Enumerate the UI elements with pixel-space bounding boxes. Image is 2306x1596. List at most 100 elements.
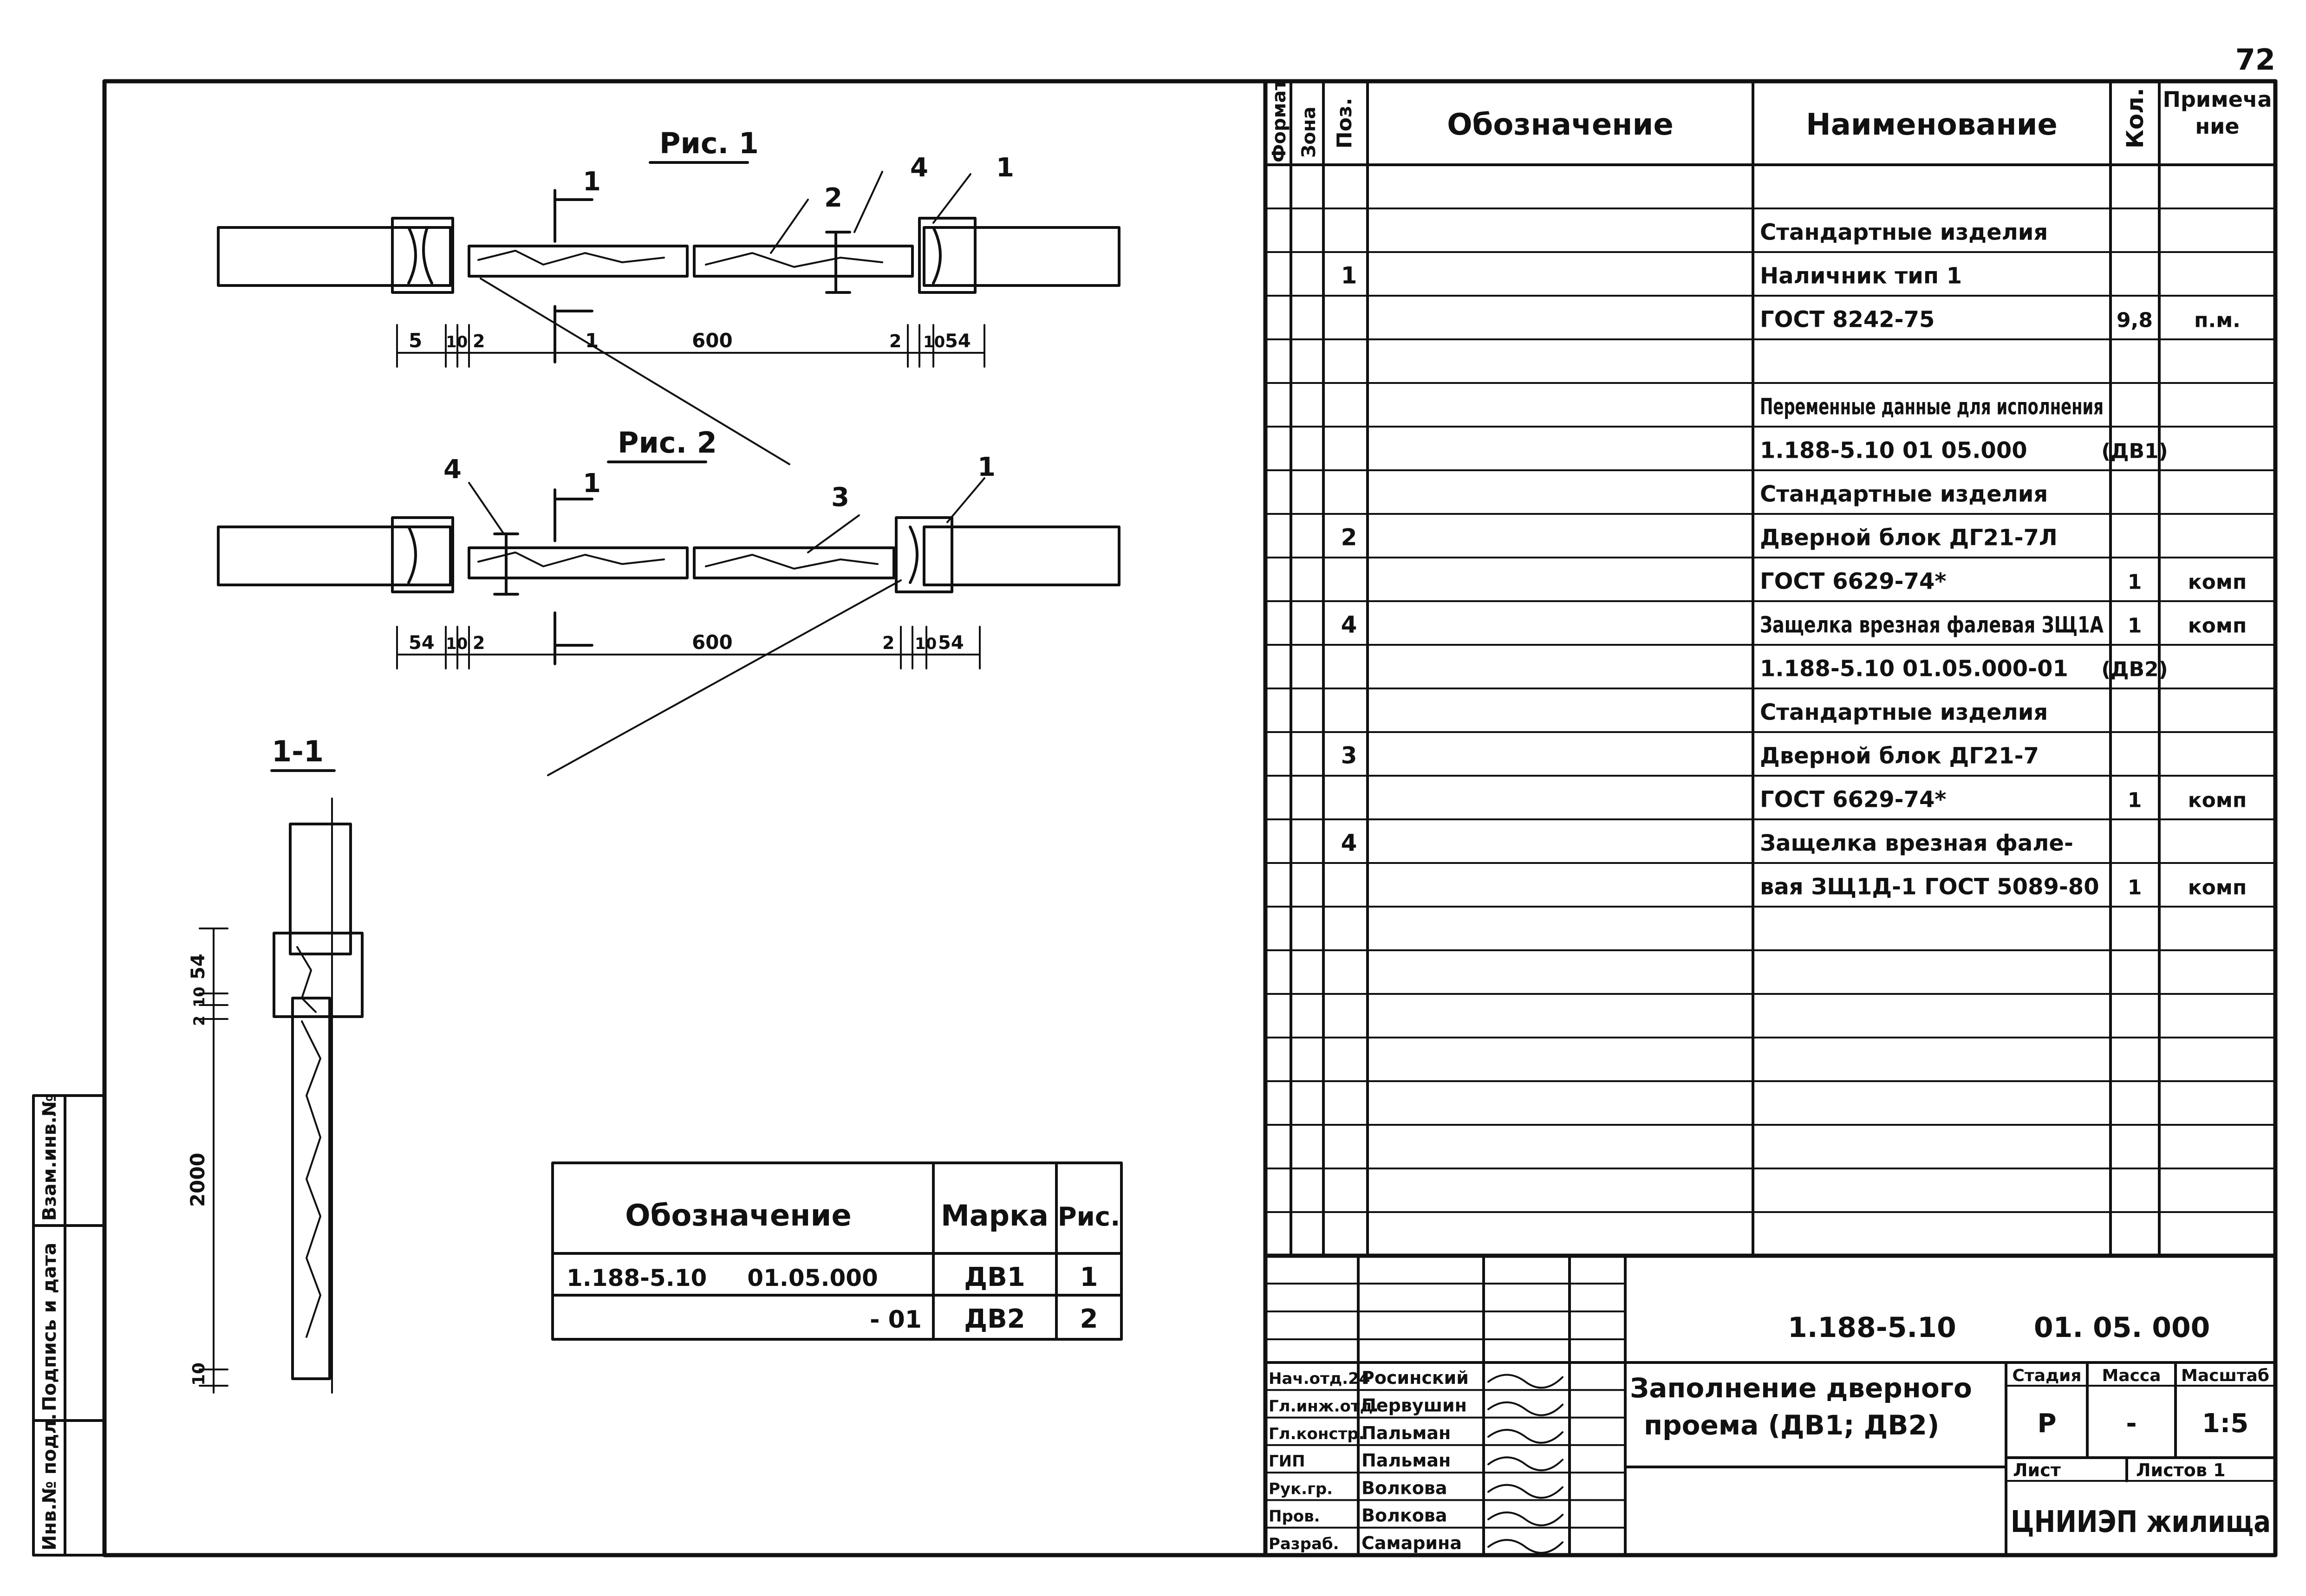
title-block-role: ГИП [1269,1452,1305,1471]
spec-row-qty: 1 [2128,571,2142,594]
fig2-dim-2a: 2 [473,633,485,653]
spec-row-note: п.м. [2194,309,2241,332]
fig1-door-leaf-a [468,245,689,278]
marks-row2-designation: - 01 [870,1306,922,1334]
fig1-label-1b: 1 [996,153,1014,183]
marks-row2-mark: ДВ2 [964,1304,1025,1334]
title-block-title-2: проема (ДВ1; ДВ2) [1644,1409,1939,1441]
section-dim-10: 10 [190,986,208,1007]
spec-row-name: 1.188-5.10 01 05.000 [1760,438,2027,464]
title-block-scale: 1:5 [2202,1408,2248,1439]
fig2-dim-54b: 54 [938,632,964,654]
fig1-label-4: 4 [910,153,928,183]
marks-row2-fig: 2 [1080,1304,1098,1334]
spec-row-name: 1.188-5.10 01.05.000-01 [1760,656,2068,682]
fig1-dim-54: 54 [945,331,971,352]
spec-header-designation: Обозначение [1447,108,1673,142]
fig1-door-leaf-b [693,245,914,278]
spec-table: Формат Зона Поз. Обозначение Наименовани… [1263,79,2278,1258]
spec-row-note: комп [2188,876,2247,900]
spec-row-note: комп [2188,614,2247,638]
spec-row-note: комп [2188,571,2247,594]
spec-row-note: комп [2188,789,2247,812]
title-block-person: Первушин [1361,1395,1467,1416]
spec-row-pos: 2 [1341,524,1357,551]
marks-header-designation: Обозначение [625,1199,851,1233]
title-block-role: Пров. [1269,1507,1320,1526]
title-block-role: Рук.гр. [1269,1479,1333,1498]
fig1-dim-600: 600 [692,329,733,352]
section-1-1: 1-1 54 10 2 2000 10 [186,734,364,1394]
signature-icon [1487,1511,1563,1526]
fig2-label-1a: 1 [583,468,601,499]
spec-header-format: Формат [1269,79,1290,162]
fig1-label-2: 2 [824,183,842,213]
signature-icon [1487,1429,1563,1444]
title-block-org: ЦНИИЭП жилища [2011,1505,2271,1539]
spec-row-qty: 1 [2128,614,2142,638]
fig1-dim-10b: 10 [923,333,945,351]
figure-2-title: Рис. 2 [618,426,717,460]
spec-row-name: Защелка врезная фалевая ЗЩ1А [1760,612,2104,638]
side-stamp: Взам.инв.№ Подпись и дата Инв.№ подл. [32,1094,106,1557]
spec-row-qty: 1 [2128,789,2142,812]
fig1-label-1a: 1 [583,167,601,197]
spec-row-name: Наличник тип 1 [1760,263,1962,289]
fig1-wall-left [217,226,452,287]
fig1-dim-5: 5 [409,329,422,352]
signature-icon [1487,1374,1563,1389]
side-stamp-sign-date: Подпись и дата [39,1243,60,1411]
fig2-dim-10b: 10 [915,635,937,653]
fig2-label-3: 3 [831,482,849,513]
fig1-wall-right [923,226,1120,287]
spec-row-qty: 9,8 [2117,309,2153,332]
section-dim-2: 2 [190,1016,208,1026]
section-wall [289,823,352,955]
fig2-door-leaf-b [693,546,895,579]
fig2-dim-10a: 10 [446,635,468,653]
spec-row-name: Защелка врезная фале- [1760,830,2073,856]
fig2-door-leaf-a [468,546,689,579]
spec-row-name: Дверной блок ДГ21-7 [1760,743,2039,769]
section-title: 1-1 [272,734,324,768]
figure-2: Рис. 2 4 1 3 1 54 10 2 600 2 10 54 [217,426,1120,776]
title-block-stage: Р [2037,1408,2056,1439]
spec-row-name: Переменные данные для исполнения [1760,394,2104,420]
spec-header-note: Примечание [2163,87,2272,139]
spec-header-qty: Кол. [2122,88,2149,149]
spec-row-qty: (ДВ2) [2101,658,2168,681]
title-block-sheets-label: Листов 1 [2136,1460,2226,1480]
page-number: 72 [2235,43,2275,77]
fig2-label-4: 4 [443,454,462,485]
spec-row-name: Стандартные изделия [1760,481,2048,507]
spec-row-name: Стандартные изделия [1760,700,2048,726]
figure-1: Рис. 1 1 2 4 1 5 10 2 1 600 2 [217,126,1120,465]
title-block-person: Волкова [1361,1478,1447,1498]
fig1-dim-10a: 10 [446,333,468,351]
spec-row-qty: 1 [2128,876,2142,900]
marks-row1-mark: ДВ1 [964,1262,1025,1292]
title-block-code: 1.188-5.10 01. 05. 000 [1788,1311,2210,1344]
signature-icon [1487,1539,1563,1554]
title-block-role: Гл.инж.отд. [1269,1397,1379,1416]
section-door-leaf [291,997,331,1380]
fig2-wall-right [923,526,1120,586]
signature-icon [1487,1456,1563,1472]
spec-row-name: вая ЗЩ1Д-1 ГОСТ 5089-80 [1760,874,2099,900]
spec-row-name: ГОСТ 6629-74* [1760,787,1946,813]
spec-row-qty: (ДВ1) [2101,440,2168,463]
spec-row-pos: 3 [1341,742,1357,769]
fig2-label-1b: 1 [977,452,996,482]
spec-row-pos: 4 [1341,611,1357,638]
title-block-person: Пальман [1361,1423,1451,1443]
spec-row-name: ГОСТ 6629-74* [1760,569,1946,595]
title-block-person: Самарина [1361,1533,1462,1553]
fig2-dim-2b: 2 [882,633,894,653]
marks-row1-designation: 1.188-5.10 01.05.000 [567,1265,878,1291]
title-block-stage-header: Стадия [2013,1366,2082,1385]
title-block-person: Волкова [1361,1505,1447,1526]
marks-row1-fig: 1 [1080,1262,1098,1292]
fig1-dim-2b: 2 [889,331,901,351]
figure-1-title: Рис. 1 [659,126,759,160]
